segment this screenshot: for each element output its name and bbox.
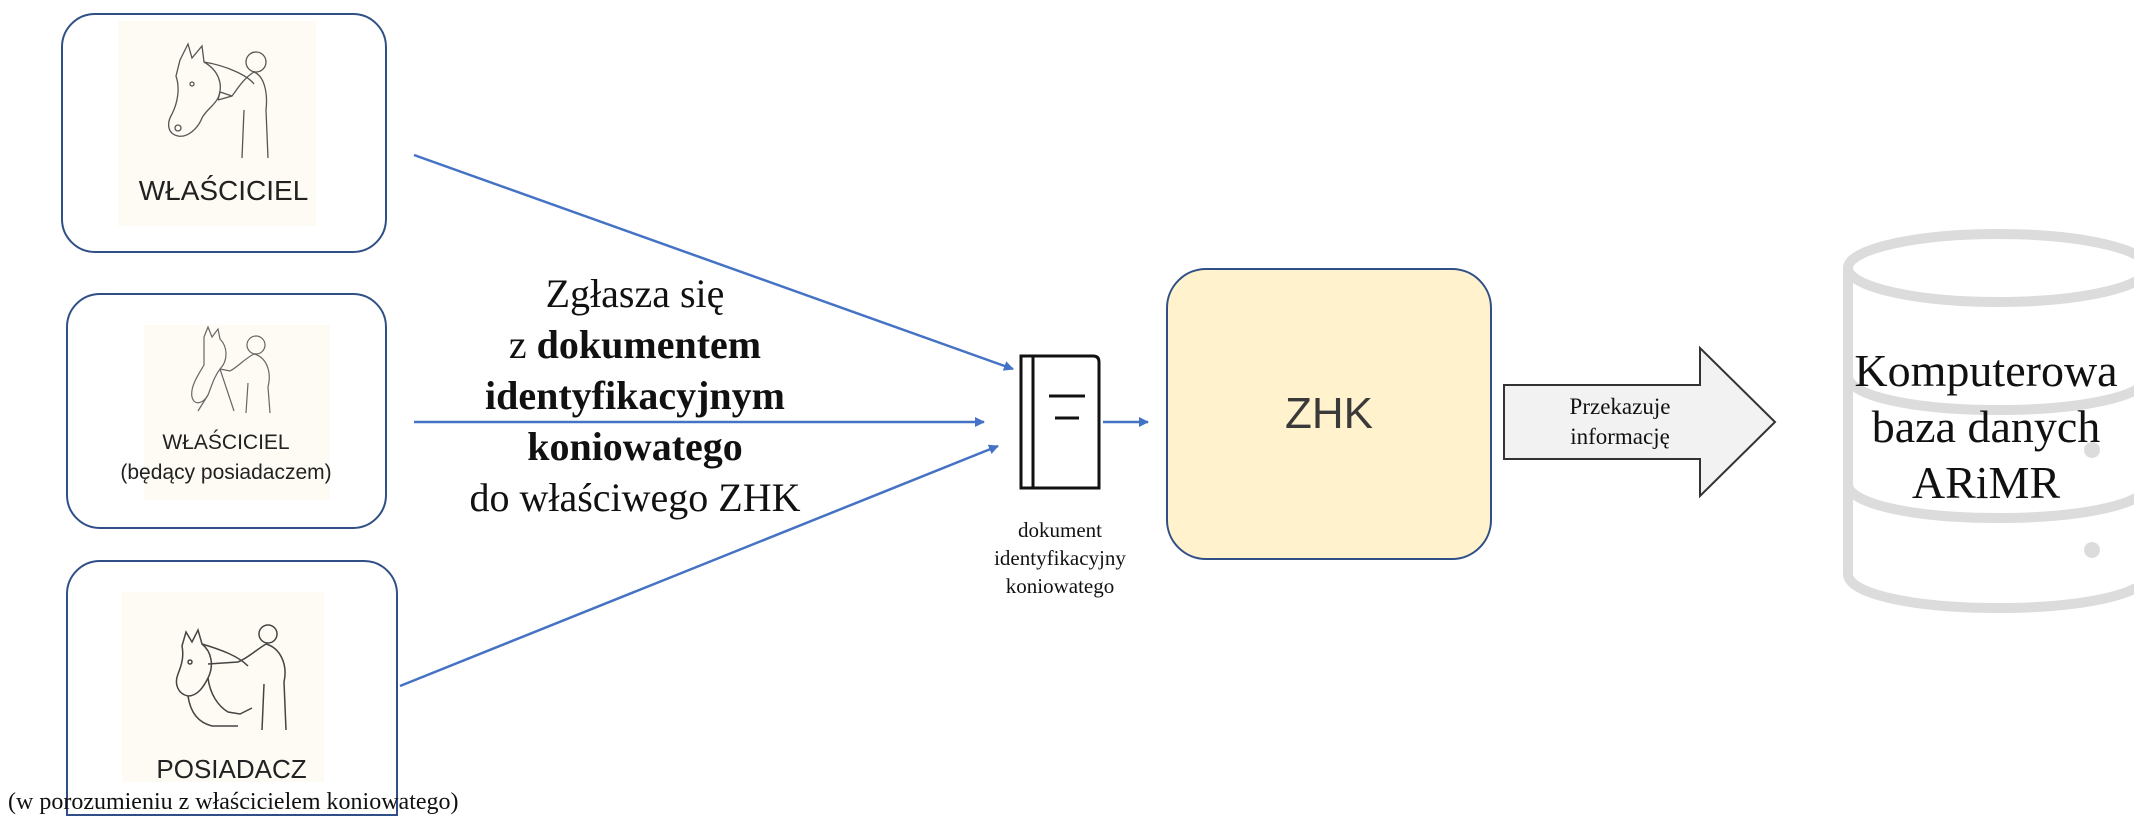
actor-owner-box: WŁAŚCICIEL [61, 13, 387, 253]
instruction-line-2-bold: dokumentem [536, 322, 762, 367]
horse-and-person-icon [191, 325, 271, 414]
document-caption: dokument identyfikacyjny koniowatego [960, 516, 1160, 600]
keeper-footnote: (w porozumieniu z właścicielem koniowate… [8, 789, 459, 815]
zhk-box: ZHK [1166, 268, 1492, 560]
report-instruction-text: Zgłasza się z dokumentem identyfikacyjny… [440, 268, 830, 523]
instruction-line-2: z dokumentem [440, 319, 830, 370]
instruction-line-2-prefix: z [508, 322, 537, 367]
actor-owner-keeper-box: WŁAŚCICIEL (będący posiadaczem) [66, 293, 387, 529]
database-line-2: baza danych [1871, 401, 2101, 452]
transfer-arrow-line-2: informację [1570, 424, 1670, 449]
zhk-label: ZHK [1285, 389, 1373, 438]
person-leading-horse-icon [175, 624, 287, 731]
instruction-line-4-bold: koniowatego [527, 424, 743, 469]
horse-and-person-icon [167, 42, 269, 159]
book-icon [1019, 354, 1101, 490]
document-caption-line-3: koniowatego [1005, 574, 1115, 598]
transfer-arrow-icon [1503, 345, 1777, 499]
actor-keeper-label: POSIADACZ [156, 754, 307, 784]
database-line-3: ARiMR [1911, 457, 2061, 508]
actor-keeper-box: POSIADACZ [66, 560, 398, 816]
document-caption-line-1: dokument [1018, 518, 1102, 542]
document-caption-line-2: identyfikacyjny [994, 546, 1126, 570]
instruction-line-4: koniowatego [440, 421, 830, 472]
actor-owner-keeper-label: WŁAŚCICIEL [162, 431, 290, 454]
instruction-line-3-bold: identyfikacyjnym [485, 373, 785, 418]
database-icon [1843, 229, 2134, 614]
database-line-1: Komputerowa [1854, 345, 2118, 396]
transfer-arrow-line-1: Przekazuje [1569, 394, 1671, 419]
actor-owner-label: WŁAŚCICIEL [138, 175, 309, 206]
instruction-line-1: Zgłasza się [545, 271, 725, 316]
arrow-keeper-to-document [399, 444, 999, 688]
arrow-owner-to-document [413, 153, 1014, 371]
actor-owner-keeper-sublabel: (będący posiadaczem) [120, 461, 332, 484]
instruction-line-5: do właściwego ZHK [469, 475, 801, 520]
transfer-arrow-text: Przekazuje informację [1505, 392, 1735, 452]
instruction-line-3: identyfikacyjnym [440, 370, 830, 421]
database-text: Komputerowa baza danych ARiMR [1838, 343, 2134, 511]
